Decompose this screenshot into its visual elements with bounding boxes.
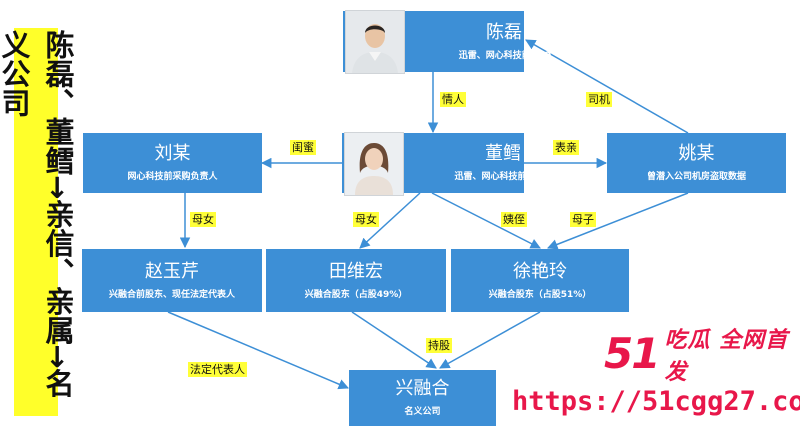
edge-yao-chen [525, 39, 689, 134]
edge-label-aunt-niece: 姨侄 [501, 212, 527, 227]
watermark-51: 51 [604, 329, 660, 378]
chen-lei-name: 陈磊 [486, 21, 522, 43]
liu-mou-name: 刘某 [154, 143, 191, 164]
node-dong-xue: 董鳕 迅雷、网心科技前副总裁 [342, 132, 554, 196]
edge-label-legal-rep: 法定代表人 [188, 362, 247, 377]
tian-weihong-role: 兴融合股东（占股49%） [304, 289, 408, 300]
liu-mou-role: 网心科技前采购负责人 [127, 172, 218, 182]
node-yao-mou: 姚某 曾潜入公司机房盗取数据 [607, 133, 786, 193]
edge-label-cousin: 表亲 [553, 140, 579, 155]
zhao-yuqin-name: 赵玉芹 [145, 260, 199, 282]
edge-label-mother-daughter-2: 母女 [353, 212, 379, 227]
dong-xue-role: 迅雷、网心科技前副总裁 [454, 172, 554, 182]
edge-label-mother-son: 母子 [570, 212, 596, 227]
watermark-brand: 51 吃瓜 全网首发 [604, 322, 800, 386]
chen-lei-role: 迅雷、网心科技前CEO [458, 50, 552, 61]
xing-rong-he-role: 名义公司 [404, 407, 441, 417]
xu-yanling-role: 兴融合股东（占股51%） [488, 289, 592, 300]
edge-label-mother-daughter-1: 母女 [190, 212, 216, 227]
edge-yao-xu [547, 192, 689, 250]
chen-lei-photo [345, 10, 405, 74]
node-chen-lei: 陈磊 迅雷、网心科技前CEO [343, 10, 551, 74]
dong-xue-photo [344, 132, 404, 196]
watermark-tagline: 吃瓜 全网首发 [664, 328, 789, 385]
yao-mou-role: 曾潜入公司机房盗取数据 [646, 172, 746, 182]
edge-xu-xrh [439, 311, 541, 369]
vertical-title-banner: 陈磊、董鳕→亲信、亲属→名义公司 [0, 28, 75, 416]
edge-dong-xu [431, 192, 541, 249]
edge-zhao-xrh [167, 311, 349, 390]
edge-dong-tian [359, 192, 421, 249]
yao-mou-name: 姚某 [678, 143, 715, 164]
node-xing-rong-he: 兴融合 名义公司 [349, 370, 496, 426]
edge-label-lover: 情人 [440, 92, 466, 107]
watermark-url: https://51cgg27.com [512, 386, 800, 417]
tian-weihong-name: 田维宏 [329, 260, 383, 282]
edge-label-driver: 司机 [586, 92, 612, 107]
node-xu-yanling: 徐艳玲 兴融合股东（占股51%） [451, 249, 629, 312]
dong-xue-name: 董鳕 [485, 143, 521, 164]
node-tian-weihong: 田维宏 兴融合股东（占股49%） [266, 249, 446, 312]
node-zhao-yuqin: 赵玉芹 兴融合前股东、现任法定代表人 [82, 249, 262, 312]
xu-yanling-name: 徐艳玲 [513, 260, 567, 282]
zhao-yuqin-role: 兴融合前股东、现任法定代表人 [108, 289, 235, 300]
vertical-title: 陈磊、董鳕→亲信、亲属→名义公司 [0, 30, 75, 398]
edge-label-bestie: 闺蜜 [290, 140, 316, 155]
node-liu-mou: 刘某 网心科技前采购负责人 [83, 133, 262, 193]
edge-tian-xrh [351, 311, 437, 369]
edge-label-holds-shares: 持股 [426, 338, 452, 353]
xing-rong-he-name: 兴融合 [395, 378, 450, 399]
